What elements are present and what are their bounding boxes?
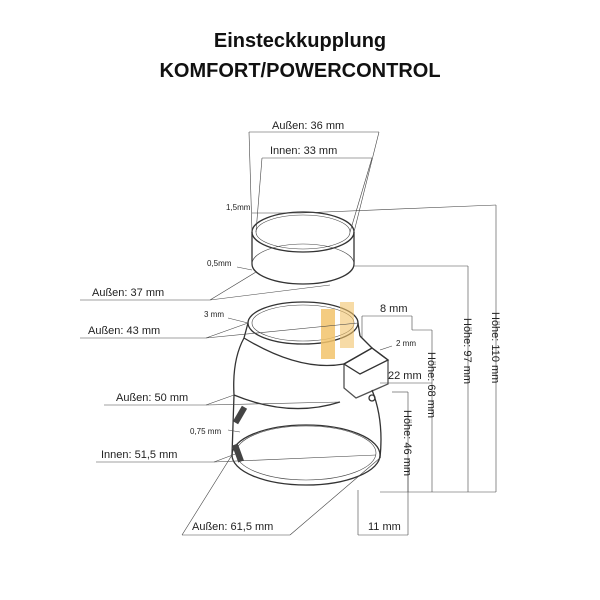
label-depth-8: 8 mm [380, 303, 408, 315]
label-height-110: Höhe: 110 mm [489, 312, 501, 383]
label-wall-0-75: 0,75 mm [190, 427, 221, 436]
label-outer-36: Außen: 36 mm [272, 120, 344, 132]
label-height-46: Höhe: 46 mm [401, 410, 413, 476]
label-outer-43: Außen: 43 mm [88, 325, 160, 337]
dimension-lines [80, 131, 497, 536]
label-outer-50: Außen: 50 mm [116, 392, 188, 404]
label-depth-2: 2 mm [396, 339, 416, 348]
label-wall-3: 3 mm [204, 310, 224, 319]
label-inner-51-5: Innen: 51,5 mm [101, 449, 177, 461]
highlight-marker [321, 302, 354, 359]
label-inner-33: Innen: 33 mm [270, 145, 337, 157]
diagram-title: Einsteckkupplung [213, 30, 387, 52]
label-outer-61-5: Außen: 61,5 mm [192, 521, 273, 533]
label-height-97: Höhe: 97 mm [461, 318, 473, 384]
label-width-11: 11 mm [368, 521, 401, 533]
top-tube [251, 211, 355, 285]
label-wall-0-5: 0,5mm [207, 259, 232, 268]
lower-body [231, 335, 382, 486]
label-width-22: 22 mm [388, 370, 422, 382]
left-mark-upper [232, 405, 248, 425]
label-height-68: Höhe: 68 mm [425, 352, 437, 418]
label-wall-1-5: 1,5mm [226, 203, 251, 212]
diagram-subtitle: KOMFORT/POWERCONTROL [159, 60, 441, 82]
label-outer-37: Außen: 37 mm [92, 287, 164, 299]
side-tab [342, 347, 390, 402]
